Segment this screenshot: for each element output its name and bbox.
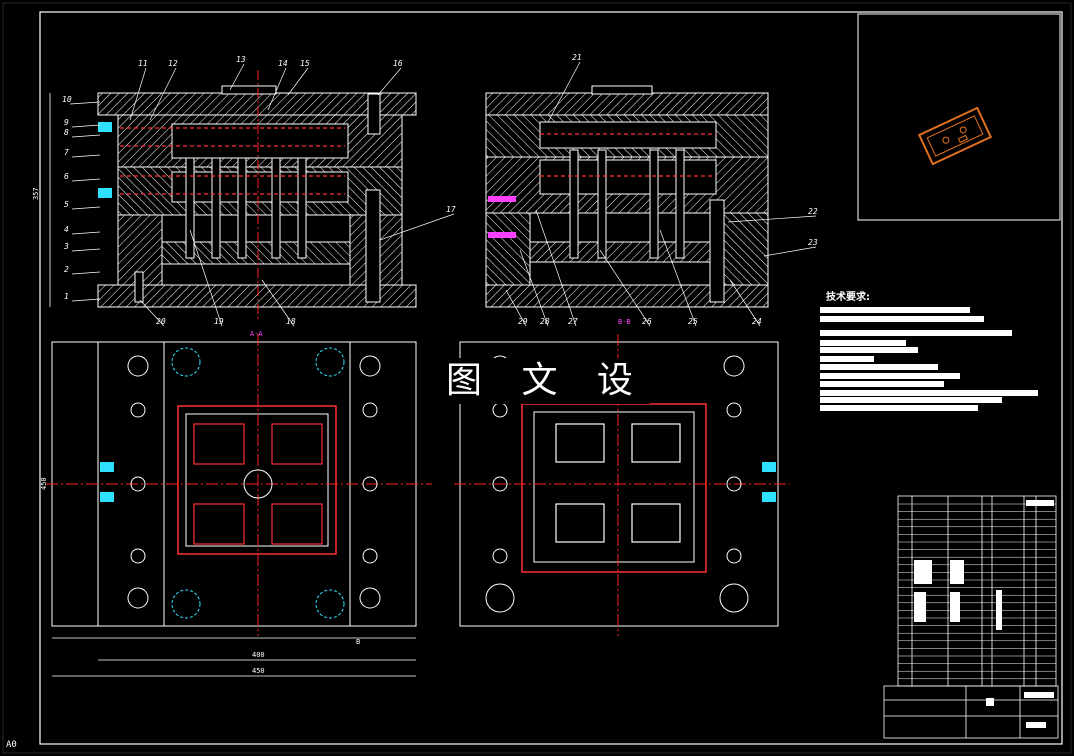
part-number-label: 8 [64,128,69,137]
leader-line [71,154,101,158]
part-number-label: 22 [808,207,818,216]
dim-height-plan: 450 [40,477,48,490]
part-number-label: 12 [168,59,178,68]
left-section-view [49,70,417,320]
part-number-label: 2 [64,265,69,274]
part-number-label: 7 [64,148,69,157]
part-number-label: 5 [64,200,69,209]
leader-line [149,67,177,121]
leader-line [71,248,101,252]
technical-requirements-bars [820,307,1038,411]
part-number-label: 16 [393,59,403,68]
leader-line [505,289,527,327]
technical-requirements-title: 技术要求: [826,292,870,303]
leader-line [69,101,101,105]
section-mark-bb: B-B [618,318,631,326]
leader-line [71,124,101,128]
part-number-label: 19 [214,317,224,326]
part-number-label: 18 [286,317,296,326]
part-number-label: 17 [446,205,456,214]
part-number-label: 11 [138,59,148,68]
part-number-label: 4 [64,225,69,234]
section-mark-texts: A-A B-B [250,318,631,338]
part-number-label: 28 [540,317,550,326]
parts-list-table [883,495,1059,739]
part-number-label: 3 [63,242,69,251]
leader-line [139,299,165,327]
leader-line [229,63,245,91]
isometric-view-box [857,13,1061,221]
leader-line [267,67,287,111]
part-number-label: 24 [752,317,762,326]
parts-list-fills [914,500,1054,728]
part-number-label: 26 [642,317,652,326]
leader-line [71,271,101,275]
drawing-frame [39,11,1063,745]
dim-height-left: 357 [32,187,40,200]
section-mark-b: B [356,638,360,646]
watermark-text: 图 文 设 计 [440,358,650,404]
leader-line [377,67,402,96]
leader-line [261,279,295,327]
part-number-label: 27 [568,317,578,326]
leader-line [763,246,817,257]
dimension-texts: 357 400 450 450 [32,187,265,675]
leader-line [71,178,101,182]
leader-line [129,67,147,121]
part-number-label: 29 [518,317,528,326]
leader-line [71,298,101,302]
part-number-label: 10 [62,95,72,104]
left-plan-view [46,334,432,677]
part-number-label: 6 [64,172,69,181]
leader-line [535,209,577,327]
part-number-label: 25 [688,317,698,326]
dim-width-inner: 400 [252,651,265,659]
part-number-label: 21 [572,53,582,62]
leader-line [659,229,697,327]
part-number-label: 9 [64,118,69,127]
leader-line [71,231,101,235]
right-section-view [485,85,769,308]
isometric-part [917,106,993,166]
part-number-label: 13 [236,55,246,64]
part-number-label: 1 [64,292,69,301]
part-number-label: 14 [278,59,288,68]
leader-line [71,206,101,210]
leader-line [729,279,761,327]
leader-line [547,61,581,123]
leader-line [71,134,101,138]
corner-label: A0 [6,740,17,750]
leader-line [379,213,455,241]
part-number-label: 15 [300,59,310,68]
dim-width-outer: 450 [252,667,265,675]
leader-line [287,67,309,96]
part-number-label: 23 [808,238,818,247]
leader-line [727,215,817,223]
parts-list-rows [898,503,1056,680]
section-mark-aa: A-A [250,330,263,338]
leader-line [599,249,651,327]
part-number-label: 20 [156,317,166,326]
leader-line [519,249,549,327]
leader-line [189,229,223,327]
